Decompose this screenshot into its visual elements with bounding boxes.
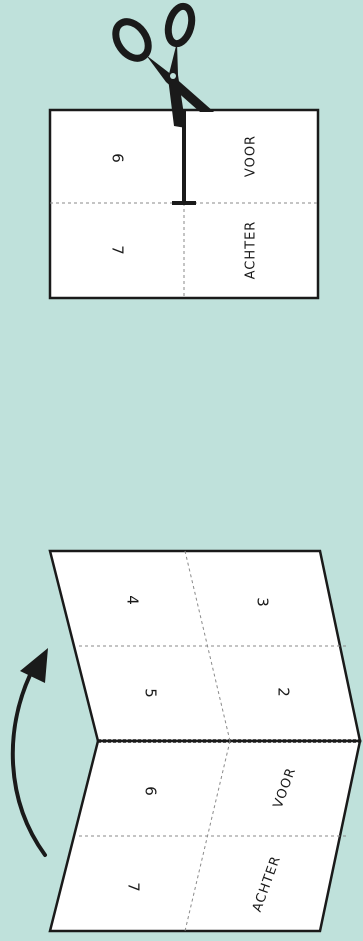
booklet-label-6: 6 [142,786,160,796]
booklet-label-5: 5 [142,688,160,698]
cut-sheet: 6 7 VOOR ACHTER [50,110,318,298]
booklet-label-2: 2 [275,687,293,697]
booklet-label-7: 7 [125,882,143,892]
booklet-label-4: 4 [124,595,142,605]
folding-booklet: 4 3 5 2 6 VOOR 7 ACHTER [50,551,360,931]
cut-sheet-label-7: 7 [109,245,127,255]
cut-sheet-label-voor: VOOR [244,135,259,177]
cut-sheet-label-achter: ACHTER [244,221,259,280]
curved-arrow-icon [13,648,48,855]
booklet-label-3: 3 [254,597,272,607]
cut-sheet-label-6: 6 [109,153,127,163]
